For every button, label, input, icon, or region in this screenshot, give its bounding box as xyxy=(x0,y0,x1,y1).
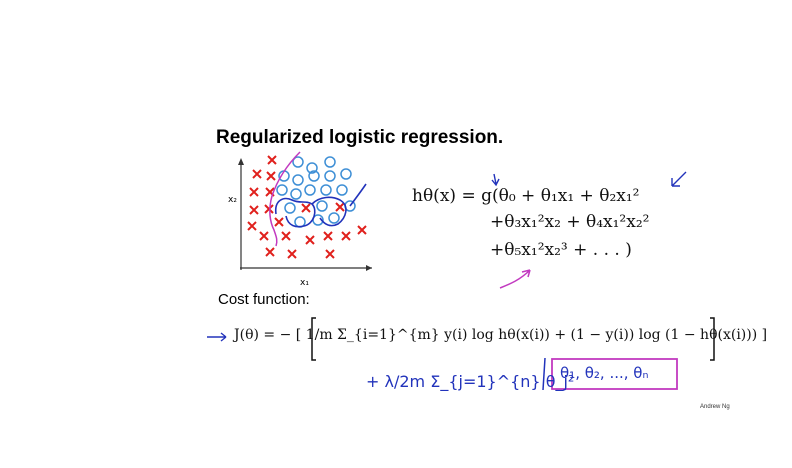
cross-marker xyxy=(265,247,275,257)
hypothesis-line-2: +θ₃x₁²x₂ + θ₄x₁²x₂² xyxy=(490,212,650,232)
cross-marker xyxy=(325,249,335,259)
cross-marker xyxy=(264,204,274,214)
circle-marker xyxy=(336,184,348,196)
hypothesis-line-3: +θ₅x₁²x₂³ + . . . ) xyxy=(490,240,632,260)
circle-marker xyxy=(292,156,304,168)
decision-boundary xyxy=(274,183,367,228)
circle-marker xyxy=(292,174,304,186)
cross-marker xyxy=(281,231,291,241)
pointer-arrow-icon xyxy=(207,332,227,342)
slide-title: Regularized logistic regression. xyxy=(216,127,504,148)
circle-marker xyxy=(290,188,302,200)
pink-arrow-icon xyxy=(499,269,531,289)
y-axis-arrow-icon xyxy=(238,158,244,165)
hypothesis-line-1: hθ(x) = g(θ₀ + θ₁x₁ + θ₂x₁² xyxy=(412,186,640,206)
circle-marker xyxy=(324,156,336,168)
slide-credit: Andrew Ng xyxy=(700,404,730,410)
cost-formula: J(θ) = − [ 1/m Σ_{i=1}^{m} y(i) log hθ(x… xyxy=(234,327,768,343)
cross-marker xyxy=(323,231,333,241)
circle-marker xyxy=(340,168,352,180)
cross-marker xyxy=(341,231,351,241)
cross-marker xyxy=(249,205,259,215)
cross-marker xyxy=(266,171,276,181)
y-axis-label: x₂ xyxy=(228,195,237,205)
circle-marker xyxy=(304,184,316,196)
cross-marker xyxy=(357,225,367,235)
cross-marker xyxy=(287,249,297,259)
right-bracket xyxy=(710,317,715,361)
pen-annotation-stroke xyxy=(269,151,301,247)
circle-marker xyxy=(316,200,328,212)
highlight-box xyxy=(551,358,678,390)
negative-examples xyxy=(276,156,356,228)
cross-marker xyxy=(305,235,315,245)
cross-marker xyxy=(259,231,269,241)
down-arrow-icon xyxy=(491,173,500,187)
cost-function-heading: Cost function: xyxy=(218,291,310,308)
cross-marker xyxy=(252,169,262,179)
cross-marker xyxy=(247,221,257,231)
boxed-parameters: θ₁, θ₂, ..., θₙ xyxy=(560,364,649,382)
circle-marker xyxy=(324,170,336,182)
circle-marker xyxy=(328,212,340,224)
cross-marker xyxy=(301,203,311,213)
left-bracket xyxy=(311,317,316,361)
circle-marker xyxy=(276,184,288,196)
circle-marker xyxy=(320,184,332,196)
diagonal-arrow-icon xyxy=(671,171,687,187)
x-axis-arrow-icon xyxy=(366,265,372,271)
circle-marker xyxy=(306,162,318,174)
cross-marker xyxy=(267,155,277,165)
regularization-term: + λ/2m Σ_{j=1}^{n} θ_j² xyxy=(366,372,575,391)
circle-marker xyxy=(284,202,296,214)
circle-marker xyxy=(308,170,320,182)
cross-marker xyxy=(249,187,259,197)
separator-stroke xyxy=(542,357,546,391)
cross-marker xyxy=(335,202,345,212)
cross-marker xyxy=(274,217,284,227)
positive-examples xyxy=(247,155,367,259)
x-axis-label: x₁ xyxy=(300,278,309,288)
